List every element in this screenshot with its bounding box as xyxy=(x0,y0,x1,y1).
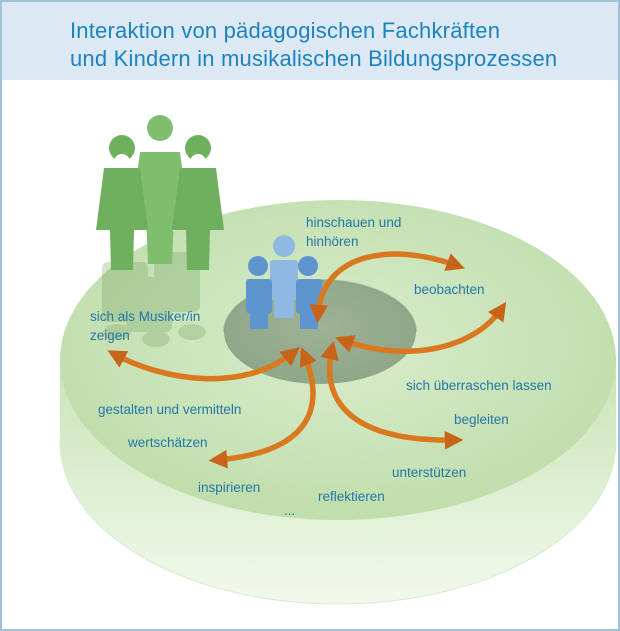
arrow-beobachten-top xyxy=(309,251,466,324)
label-gestalten: gestalten und vermitteln xyxy=(98,402,242,417)
label-hinschauen-2: hinhören xyxy=(306,234,359,249)
label-begleiten: begleiten xyxy=(454,412,509,427)
label-ueberraschen: sich überraschen lassen xyxy=(406,378,552,393)
adults-reflection xyxy=(102,252,206,347)
label-musiker-2: zeigen xyxy=(90,328,130,343)
title-band: Interaktion von pädagogischen Fachkräfte… xyxy=(2,2,618,80)
title-line-1: Interaktion von pädagogischen Fachkräfte… xyxy=(70,18,501,43)
label-hinschauen-1: hinschauen und xyxy=(306,215,402,230)
label-wertschaetzen: wertschätzen xyxy=(128,435,208,450)
child-figure-left xyxy=(246,256,272,329)
title-line-2: und Kindern in musikalischen Bildungspro… xyxy=(70,46,558,71)
arrow-wertschaetzen xyxy=(208,347,317,469)
label-unterstuetzen: unterstützen xyxy=(392,465,467,480)
label-musiker-1: sich als Musiker/in xyxy=(90,309,201,324)
label-inspirieren: inspirieren xyxy=(198,480,261,495)
label-ellipsis: ... xyxy=(284,503,296,518)
child-figure-center xyxy=(270,235,298,318)
label-beobachten: beobachten xyxy=(414,282,485,297)
adult-figure-right xyxy=(172,135,224,270)
adult-figure-left xyxy=(96,135,148,270)
adult-figure-center xyxy=(132,115,188,264)
arrow-begleiten xyxy=(320,340,464,450)
label-reflektieren: reflektieren xyxy=(318,489,385,504)
arrows xyxy=(107,251,507,469)
